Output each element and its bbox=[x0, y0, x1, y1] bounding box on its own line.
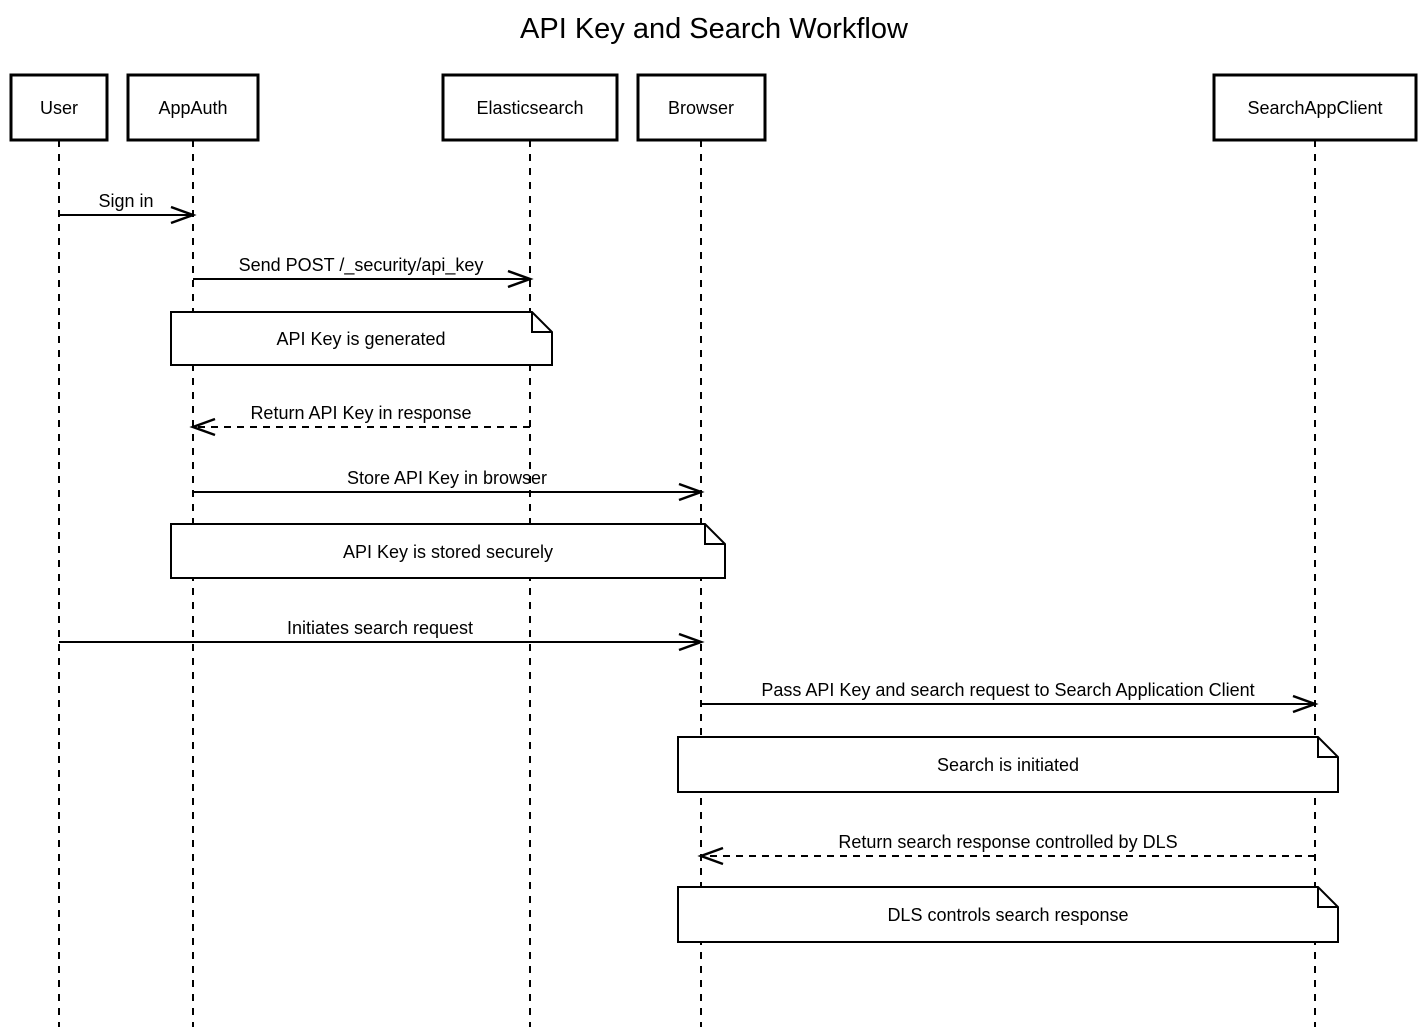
note-box bbox=[170, 523, 726, 579]
actor-label-browser: Browser bbox=[668, 98, 734, 118]
message-label-return-api-key: Return API Key in response bbox=[250, 403, 471, 423]
note-box bbox=[677, 736, 1339, 793]
arrowhead-right-icon bbox=[678, 632, 705, 652]
actor-label-user: User bbox=[40, 98, 78, 118]
actor-box-elasticsearch bbox=[441, 73, 619, 142]
arrowhead-left-icon bbox=[697, 846, 724, 866]
message-initiates-search: Initiates search request bbox=[59, 618, 705, 652]
note-api-key-generated: API Key is generated bbox=[170, 311, 553, 366]
note-search-initiated: Search is initiated bbox=[677, 736, 1339, 793]
message-return-search-response: Return search response controlled by DLS bbox=[697, 832, 1315, 866]
arrowhead-right-icon bbox=[507, 269, 534, 289]
message-label-return-search-response: Return search response controlled by DLS bbox=[838, 832, 1177, 852]
actor-box-appauth bbox=[126, 73, 260, 142]
note-fold-icon bbox=[531, 312, 552, 333]
note-box bbox=[677, 886, 1339, 943]
arrowhead-left-icon bbox=[189, 417, 216, 437]
note-label-dls-controls: DLS controls search response bbox=[887, 905, 1128, 925]
arrowhead-right-icon bbox=[170, 205, 197, 225]
message-sign-in: Sign in bbox=[59, 191, 197, 225]
diagram-title: API Key and Search Workflow bbox=[520, 13, 909, 45]
actor-user: User bbox=[9, 73, 109, 142]
note-label-api-key-generated: API Key is generated bbox=[276, 329, 445, 349]
message-label-send-post: Send POST /_security/api_key bbox=[239, 255, 484, 276]
note-fold-icon bbox=[704, 524, 725, 545]
message-label-sign-in: Sign in bbox=[98, 191, 153, 211]
message-store-api-key: Store API Key in browser bbox=[193, 468, 705, 502]
note-label-search-initiated: Search is initiated bbox=[937, 755, 1079, 775]
actor-browser: Browser bbox=[636, 73, 767, 142]
actor-label-appauth: AppAuth bbox=[158, 98, 227, 118]
actor-label-elasticsearch: Elasticsearch bbox=[476, 98, 583, 118]
actor-box-searchappclient bbox=[1212, 73, 1418, 142]
actor-searchappclient: SearchAppClient bbox=[1212, 73, 1418, 142]
actor-box-browser bbox=[636, 73, 767, 142]
message-label-pass-api-key: Pass API Key and search request to Searc… bbox=[761, 680, 1254, 700]
note-label-api-key-stored: API Key is stored securely bbox=[343, 542, 553, 562]
message-label-store-api-key: Store API Key in browser bbox=[347, 468, 547, 488]
message-label-initiates-search: Initiates search request bbox=[287, 618, 473, 638]
note-fold-icon bbox=[1317, 737, 1338, 758]
message-pass-api-key: Pass API Key and search request to Searc… bbox=[701, 680, 1319, 714]
message-return-api-key: Return API Key in response bbox=[189, 403, 530, 437]
note-box bbox=[170, 311, 553, 366]
arrowhead-right-icon bbox=[1292, 694, 1319, 714]
actor-box-user bbox=[9, 73, 109, 142]
message-send-post: Send POST /_security/api_key bbox=[193, 255, 534, 289]
note-dls-controls: DLS controls search response bbox=[677, 886, 1339, 943]
actor-elasticsearch: Elasticsearch bbox=[441, 73, 619, 142]
note-api-key-stored: API Key is stored securely bbox=[170, 523, 726, 579]
actor-appauth: AppAuth bbox=[126, 73, 260, 142]
arrowhead-right-icon bbox=[678, 482, 705, 502]
note-fold-icon bbox=[1317, 887, 1338, 908]
actor-label-searchappclient: SearchAppClient bbox=[1247, 98, 1382, 118]
